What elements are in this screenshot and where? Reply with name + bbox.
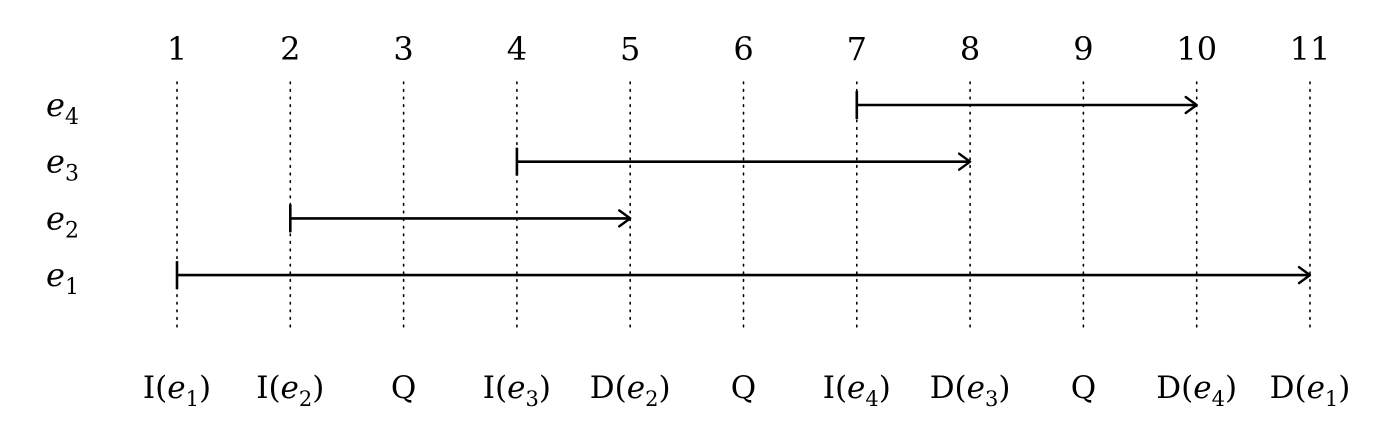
time-label-1: 1 [167, 30, 187, 68]
time-label-2: 2 [280, 30, 300, 68]
row-label-e4: e4 [46, 86, 79, 130]
operation-name: I [256, 370, 268, 406]
row-label-subscript: 2 [65, 218, 79, 243]
row-label-subscript: 3 [65, 162, 79, 187]
operation-argument: e [847, 370, 865, 406]
operation-argument: e [967, 370, 985, 406]
interval-e3 [515, 147, 972, 176]
operation-argument: e [507, 370, 525, 406]
operation-argument-subscript: 1 [186, 387, 199, 411]
row-label-subscript: 1 [65, 275, 79, 300]
element-intervals [175, 91, 1312, 290]
operation-label-8: D(e3) [930, 370, 1011, 411]
operation-name: Q [1071, 370, 1096, 406]
interval-arrowhead [1184, 95, 1198, 115]
operation-argument-subscript: 4 [1212, 387, 1225, 411]
operation-label-6: Q [731, 370, 756, 406]
operation-name: I [823, 370, 835, 406]
operation-label-1: I(e1) [143, 370, 211, 411]
operation-name: D [1156, 370, 1181, 406]
operation-argument-subscript: 4 [865, 387, 878, 411]
operation-label-2: I(e2) [256, 370, 324, 411]
operation-label-5: D(e2) [590, 370, 671, 411]
time-guides [176, 81, 1311, 333]
operation-label-3: Q [391, 370, 416, 406]
operation-label-9: Q [1071, 370, 1096, 406]
operation-name: D [1270, 370, 1295, 406]
interval-arrowhead [957, 152, 972, 171]
interval-e1 [175, 261, 1312, 290]
operation-label-7: I(e4) [823, 370, 891, 411]
operation-argument-subscript: 2 [645, 387, 658, 411]
row-label-base: e [46, 143, 65, 181]
operation-name: Q [731, 370, 756, 406]
interval-arrowhead [618, 209, 632, 228]
operation-argument: e [167, 370, 185, 406]
operation-name: Q [391, 370, 416, 406]
operation-argument-subscript: 1 [1325, 387, 1338, 411]
interval-arrowhead [1297, 265, 1312, 285]
operation-name: I [143, 370, 155, 406]
operation-argument: e [627, 370, 645, 406]
time-label-11: 11 [1290, 30, 1331, 68]
row-label-e3: e3 [46, 143, 79, 187]
row-label-base: e [46, 199, 65, 237]
time-label-3: 3 [393, 30, 413, 68]
operation-label-11: D(e1) [1270, 370, 1351, 411]
interval-e4 [855, 91, 1198, 119]
time-label-8: 8 [960, 30, 980, 68]
row-label-e1: e1 [46, 256, 79, 300]
time-label-4: 4 [507, 30, 527, 68]
time-label-6: 6 [733, 30, 753, 68]
operation-argument: e [281, 370, 299, 406]
operation-name: I [483, 370, 495, 406]
time-label-7: 7 [847, 30, 867, 68]
row-label-subscript: 4 [65, 105, 79, 130]
operation-argument: e [1307, 370, 1325, 406]
time-label-9: 9 [1073, 30, 1093, 68]
operation-argument-subscript: 3 [526, 387, 539, 411]
row-label-e2: e2 [46, 199, 79, 243]
operation-label-10: D(e4) [1156, 370, 1237, 411]
row-label-base: e [46, 86, 65, 124]
operation-argument-subscript: 3 [985, 387, 998, 411]
operation-labels: I(e1) I(e2) Q I(e3) D(e2) Q I(e4) D(e3) Q D(e4) D(… [143, 370, 1351, 411]
operation-argument: e [1193, 370, 1211, 406]
operation-label-4: I(e3) [483, 370, 551, 411]
time-axis-labels: 1 2 3 4 5 6 7 8 9 10 11 [167, 30, 1331, 68]
row-label-base: e [46, 256, 65, 294]
time-label-5: 5 [620, 30, 640, 68]
interval-e2 [288, 204, 632, 233]
operation-name: D [590, 370, 615, 406]
time-label-10: 10 [1176, 30, 1217, 68]
operation-name: D [930, 370, 955, 406]
operation-argument-subscript: 2 [299, 387, 312, 411]
